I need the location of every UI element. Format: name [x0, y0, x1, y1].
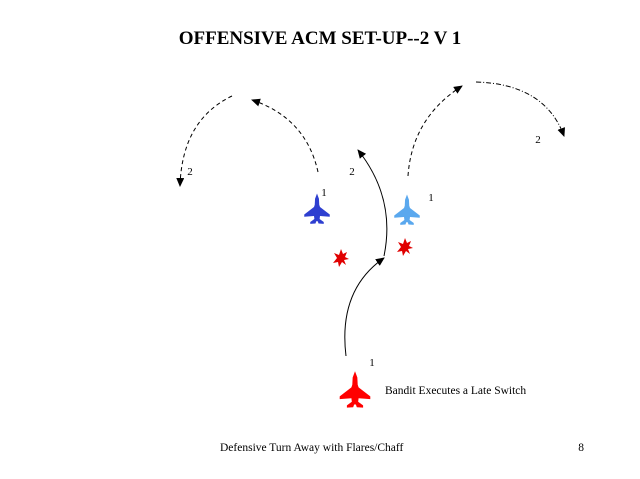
path-center-left-break	[251, 98, 319, 173]
fighter-light-blue-icon	[394, 194, 420, 225]
page-title: OFFENSIVE ACM SET-UP--2 V 1	[179, 28, 462, 49]
flare-left-icon	[333, 249, 349, 267]
label-two-far-left: 2	[187, 166, 193, 178]
page-number: 8	[578, 442, 584, 454]
label-one-light-blue: 1	[428, 192, 434, 204]
footer-caption: Defensive Turn Away with Flares/Chaff	[220, 442, 404, 454]
path-light-blue-climb	[407, 85, 463, 177]
label-two-center-left: 2	[349, 166, 355, 178]
label-two-right: 2	[535, 134, 541, 146]
path-bandit-late-switch	[357, 149, 388, 257]
annotation-late-switch: Bandit Executes a Late Switch	[385, 385, 526, 397]
label-one-dark-blue: 1	[321, 187, 327, 199]
label-one-red: 1	[369, 357, 375, 369]
flare-right-icon	[397, 238, 413, 256]
path-bandit-initial-turn	[344, 257, 385, 357]
path-upper-right-turn	[475, 81, 566, 137]
bandit-red-icon	[339, 371, 371, 408]
path-far-left-break	[176, 95, 233, 187]
